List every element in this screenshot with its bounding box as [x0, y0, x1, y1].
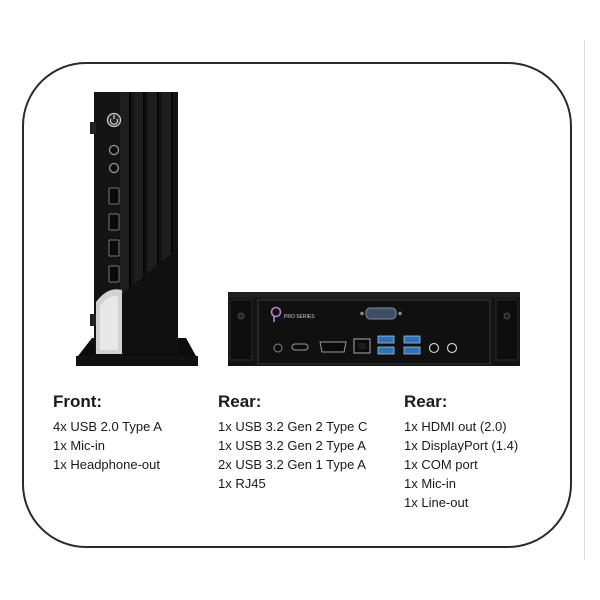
pc-front-image	[76, 92, 198, 366]
column-title: Rear:	[218, 392, 262, 411]
column-title: Front:	[53, 392, 103, 411]
list-item: 1x USB 3.2 Gen 2 Type A	[218, 438, 366, 453]
page-edge-line	[584, 40, 585, 560]
list-item: 1x Mic-in	[53, 438, 106, 453]
port-list: 1x USB 3.2 Gen 2 Type C 1x USB 3.2 Gen 2…	[218, 417, 367, 493]
list-item: 1x USB 3.2 Gen 2 Type C	[218, 419, 368, 434]
list-item: 1x Mic-in	[404, 476, 457, 491]
list-item: 1x Headphone-out	[53, 457, 160, 472]
list-item: 1x COM port	[404, 457, 478, 472]
list-item: 1x RJ45	[218, 476, 266, 491]
list-item: 4x USB 2.0 Type A	[53, 419, 162, 434]
list-item: 1x DisplayPort (1.4)	[404, 438, 519, 453]
front-ports-column: Front: 4x USB 2.0 Type A 1x Mic-in 1x He…	[53, 392, 162, 474]
column-title: Rear:	[404, 392, 448, 411]
rear-ports-column-2: Rear: 1x HDMI out (2.0) 1x DisplayPort (…	[404, 392, 518, 512]
list-item: 2x USB 3.2 Gen 1 Type A	[218, 457, 366, 472]
pc-rear-image: PRO SERIES	[228, 292, 520, 366]
port-list: 1x HDMI out (2.0) 1x DisplayPort (1.4) 1…	[404, 417, 518, 512]
port-list: 4x USB 2.0 Type A 1x Mic-in 1x Headphone…	[53, 417, 162, 474]
list-item: 1x Line-out	[404, 495, 469, 510]
rear-ports-column-1: Rear: 1x USB 3.2 Gen 2 Type C 1x USB 3.2…	[218, 392, 367, 493]
product-logo-text: PRO SERIES	[284, 314, 315, 320]
list-item: 1x HDMI out (2.0)	[404, 419, 507, 434]
